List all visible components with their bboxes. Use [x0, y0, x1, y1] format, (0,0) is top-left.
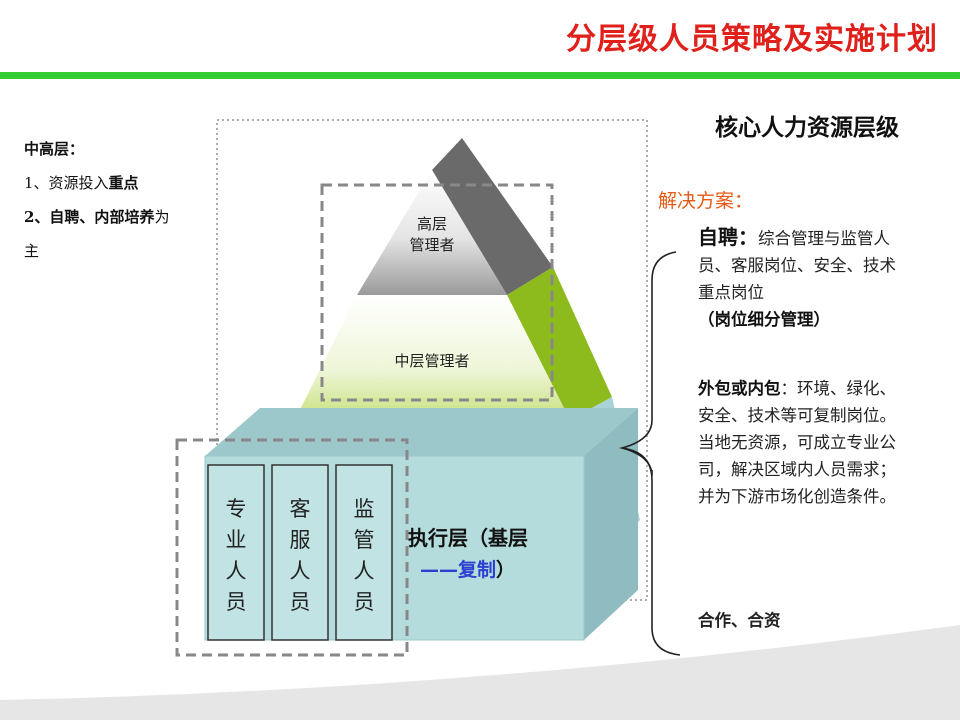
- top-manager-label-2: 管理者: [409, 236, 454, 254]
- column-3-label: 监管人员: [344, 494, 384, 618]
- column-1-label: 专业人员: [216, 494, 256, 618]
- exec-close-paren: ）: [496, 559, 515, 581]
- solution-1-key: 自聘：: [698, 225, 758, 249]
- column-2-label: 客服人员: [280, 494, 320, 618]
- exec-layer-sublabel: ——复制）: [420, 555, 515, 582]
- exec-box-top: [205, 408, 638, 456]
- exec-dash: ——: [420, 559, 458, 581]
- solution-2-key: 外包或内包: [698, 379, 781, 398]
- solution-heading: 解决方案：: [658, 186, 753, 213]
- solution-1-note: （岗位细分管理）: [698, 310, 830, 329]
- solution-item-cooperation: 合作、合资: [698, 607, 903, 634]
- top-manager-label-1: 高层: [417, 215, 447, 233]
- exec-layer-label: 执行层（基层: [408, 522, 528, 551]
- exec-copy: 复制: [458, 559, 496, 581]
- solution-item-self-hire: 自聘：综合管理与监管人员、客服岗位、安全、技术重点岗位 （岗位细分管理）: [698, 224, 903, 333]
- solution-item-outsource: 外包或内包：环境、绿化、安全、技术等可复制岗位。当地无资源，可成立专业公司，解决…: [698, 375, 903, 510]
- solution-2-text: ：环境、绿化、安全、技术等可复制岗位。当地无资源，可成立专业公司，解决区域内人员…: [698, 379, 896, 506]
- middle-manager-label: 中层管理者: [394, 352, 469, 370]
